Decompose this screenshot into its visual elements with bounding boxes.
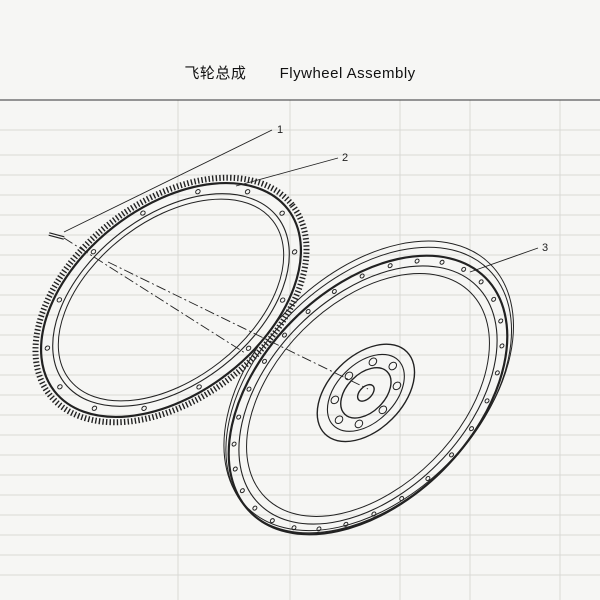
- flywheel-rim-hole: [232, 466, 238, 472]
- flywheel-rim-hole: [461, 266, 467, 272]
- ring-gear-hole: [56, 297, 63, 303]
- ring-gear-hole: [44, 345, 51, 351]
- flywheel-rim-hole: [246, 386, 252, 392]
- flywheel-rim-hole: [425, 476, 431, 482]
- hub-bolt-hole: [368, 357, 378, 367]
- flywheel-rim-hole: [478, 279, 484, 285]
- ring-gear-hole: [91, 405, 98, 411]
- flywheel-rim-hole: [252, 505, 258, 511]
- flywheel-rim-hole: [387, 263, 393, 269]
- hub-bolt-hole: [388, 361, 398, 371]
- hub-bolt-hole: [334, 415, 344, 425]
- flywheel-rim-hole: [316, 526, 322, 532]
- ring-gear-hole: [140, 210, 146, 216]
- flywheel-rim-hole: [343, 521, 349, 527]
- ring-gear-hole: [279, 297, 286, 303]
- callout-1: 1: [277, 124, 283, 136]
- flywheel-rim-hole: [399, 496, 405, 502]
- ring-gear-hole: [196, 384, 202, 390]
- hub-bolt-hole: [344, 371, 354, 381]
- hub-bolt-hole: [330, 395, 340, 405]
- flywheel-hub-bolt-holes: [330, 357, 402, 429]
- flywheel-rim-hole: [281, 332, 287, 338]
- flywheel-rim-hole: [494, 370, 500, 376]
- title-english: Flywheel Assembly: [279, 65, 416, 82]
- flywheel-rim-hole: [491, 296, 497, 302]
- callout-3: 3: [542, 242, 548, 254]
- ring-gear-hole: [57, 384, 63, 390]
- ring-gear-hole: [195, 189, 201, 195]
- flywheel-rim-hole: [261, 358, 267, 364]
- flywheel-rim-hole: [498, 318, 504, 324]
- callout-2: 2: [342, 152, 348, 164]
- flywheel-rim-hole: [236, 414, 242, 420]
- page-title: 飞轮总成 Flywheel Assembly: [0, 62, 600, 83]
- flywheel-rim-hole: [371, 511, 377, 517]
- flywheel-rim-hole: [231, 441, 237, 447]
- flywheel-rim-hole: [449, 452, 455, 458]
- title-chinese: 飞轮总成: [184, 64, 247, 82]
- flywheel-rim-hole: [439, 259, 445, 265]
- ring-gear-hole: [291, 249, 298, 255]
- flywheel-rim-hole: [331, 288, 337, 294]
- ghost-table: [0, 99, 600, 600]
- flywheel-rim-hole: [359, 273, 365, 279]
- flywheel-rim-hole: [239, 488, 245, 494]
- flywheel-rim-hole: [269, 518, 275, 524]
- flywheel-rim-hole: [499, 343, 505, 349]
- ring-gear-hole: [279, 210, 285, 216]
- ring-gear-hole: [244, 189, 251, 195]
- ring-gear-hole: [90, 249, 97, 255]
- hub-bolt-hole: [378, 405, 388, 415]
- ring-gear-holes: [44, 189, 298, 411]
- flywheel-rim-holes: [231, 258, 505, 532]
- flywheel-rim-hole: [484, 398, 490, 404]
- hub-bolt-hole: [392, 381, 402, 391]
- dowel-pin: [48, 232, 65, 240]
- hub-bolt-hole: [354, 419, 364, 429]
- flywheel-rim-hole: [414, 258, 420, 264]
- assembly-centerline: [63, 237, 369, 390]
- ring-gear: [32, 174, 310, 426]
- flywheel-rim-hole: [305, 308, 311, 314]
- leader-lines: [63, 129, 539, 273]
- flywheel-rim-hole: [469, 426, 475, 432]
- flywheel-rim-hole: [291, 525, 297, 531]
- ring-gear-hole: [141, 405, 147, 411]
- ring-gear-hole: [245, 345, 252, 351]
- flywheel: [223, 240, 514, 536]
